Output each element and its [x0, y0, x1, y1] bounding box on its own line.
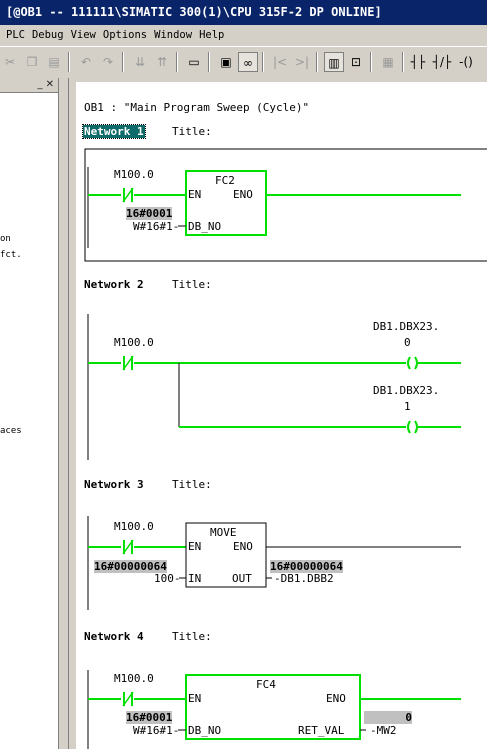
- toolbar: ✂ ❐ ▤ ↶ ↷ ⇊ ⇈ ▭ ▣ ∞ |< >| ▥ ⊡ ▦ ┤├ ┤/├ -…: [0, 46, 487, 78]
- contact-slash: [122, 539, 134, 555]
- window-title: [@OB1 -- 111111\SIMATIC 300(1)\CPU 315F-…: [0, 0, 487, 25]
- fc4-box: [185, 674, 361, 740]
- coil-0-right: [414, 356, 418, 370]
- box-name: MOVE: [210, 526, 237, 539]
- contact-address: M100.0: [114, 336, 154, 349]
- last-icon[interactable]: >|: [294, 55, 310, 69]
- in-status: 16#00000064: [94, 560, 167, 573]
- zoom-icon[interactable]: ⊡: [350, 55, 362, 69]
- cut-icon[interactable]: ✂: [4, 55, 16, 69]
- contact-slash: [122, 187, 134, 203]
- insert-icon[interactable]: ▭: [188, 55, 200, 69]
- coil-1-right: [414, 420, 418, 434]
- pane-text: aces: [0, 426, 22, 436]
- pane-controls[interactable]: _ ✕: [37, 79, 54, 90]
- ladder-editor[interactable]: OB1 : "Main Program Sweep (Cycle)" Netwo…: [76, 82, 487, 749]
- status-value: 16#0001: [126, 711, 173, 724]
- glasses-icon[interactable]: ∞: [238, 52, 258, 72]
- en-pin: EN: [188, 692, 202, 705]
- fc2-box: [185, 170, 267, 236]
- menu-options[interactable]: Options: [102, 29, 148, 41]
- first-icon[interactable]: |<: [272, 55, 288, 69]
- box-name: FC4: [256, 678, 276, 691]
- coil-address: 0: [404, 336, 411, 349]
- paste-icon[interactable]: ▤: [48, 55, 60, 69]
- overview-pane: _ ✕ on fct. aces: [0, 78, 59, 749]
- network-1-label[interactable]: Network 1: [82, 124, 146, 139]
- eno-pin: ENO: [326, 692, 346, 705]
- en-pin: EN: [188, 188, 202, 201]
- redo-icon[interactable]: ↷: [102, 55, 114, 69]
- box-name: FC2: [215, 174, 235, 187]
- eno-pin: ENO: [233, 188, 253, 201]
- contact-slash: [122, 355, 134, 371]
- pane-text: fct.: [0, 250, 22, 260]
- undo-icon[interactable]: ↶: [80, 55, 92, 69]
- menu-bar: PLC Debug View Options Window Help: [0, 25, 487, 46]
- coil-address: 1: [404, 400, 411, 413]
- network-4-title[interactable]: Title:: [172, 630, 212, 643]
- network-1-title[interactable]: Title:: [172, 125, 212, 138]
- contact-address: M100.0: [114, 168, 154, 181]
- out-status: 16#00000064: [270, 560, 343, 573]
- en-pin: EN: [188, 540, 202, 553]
- param-pin: DB_NO: [188, 220, 222, 233]
- contact-nc-icon[interactable]: ┤/├: [432, 55, 452, 69]
- network-1-frame: [84, 148, 487, 262]
- contact-address: M100.0: [114, 672, 154, 685]
- in-pin: IN: [188, 572, 202, 585]
- eno-pin: ENO: [233, 540, 253, 553]
- block-header: OB1 : "Main Program Sweep (Cycle)": [84, 101, 310, 114]
- coil-address: DB1.DBX23.: [373, 384, 440, 397]
- upload-icon[interactable]: ⇈: [156, 55, 168, 69]
- status-value: 16#0001: [126, 207, 173, 220]
- menu-help[interactable]: Help: [199, 29, 225, 41]
- menu-plc[interactable]: PLC: [6, 29, 25, 41]
- coil-icon[interactable]: -(): [459, 55, 473, 69]
- ret-operand: -MW2: [370, 724, 397, 737]
- monitor-icon[interactable]: ▣: [220, 55, 232, 69]
- menu-window[interactable]: Window: [154, 29, 193, 41]
- contact-no-icon[interactable]: ┤├: [410, 55, 426, 69]
- move-box: [185, 522, 267, 588]
- out-operand: -DB1.DBB2: [274, 572, 334, 585]
- network-icon[interactable]: ▦: [382, 55, 394, 69]
- coil-0-left: [407, 356, 411, 370]
- menu-view[interactable]: View: [70, 29, 96, 41]
- pane-splitter[interactable]: [59, 78, 68, 749]
- pane-text: on: [0, 234, 11, 244]
- contact-slash: [122, 691, 134, 707]
- in-operand: 100-: [154, 572, 181, 585]
- param-pin: DB_NO: [188, 724, 222, 737]
- coil-1-left: [407, 420, 411, 434]
- ret-pin: RET_VAL: [298, 724, 345, 737]
- coil-address: DB1.DBX23.: [373, 320, 440, 333]
- contact-address: M100.0: [114, 520, 154, 533]
- network-2-label[interactable]: Network 2: [84, 278, 144, 291]
- ret-status: 0: [364, 711, 412, 724]
- network-2-title[interactable]: Title:: [172, 278, 212, 291]
- operand: W#16#1-: [133, 220, 180, 233]
- operand: W#16#1-: [133, 724, 180, 737]
- copy-icon[interactable]: ❐: [26, 55, 38, 69]
- menu-debug[interactable]: Debug: [31, 29, 64, 41]
- download-icon[interactable]: ⇊: [134, 55, 146, 69]
- network-3-label[interactable]: Network 3: [84, 478, 144, 491]
- overview-icon[interactable]: ▥: [324, 52, 344, 72]
- out-pin: OUT: [232, 572, 252, 585]
- network-4-label[interactable]: Network 4: [84, 630, 144, 643]
- network-3-title[interactable]: Title:: [172, 478, 212, 491]
- ladder-diagram: [84, 148, 487, 749]
